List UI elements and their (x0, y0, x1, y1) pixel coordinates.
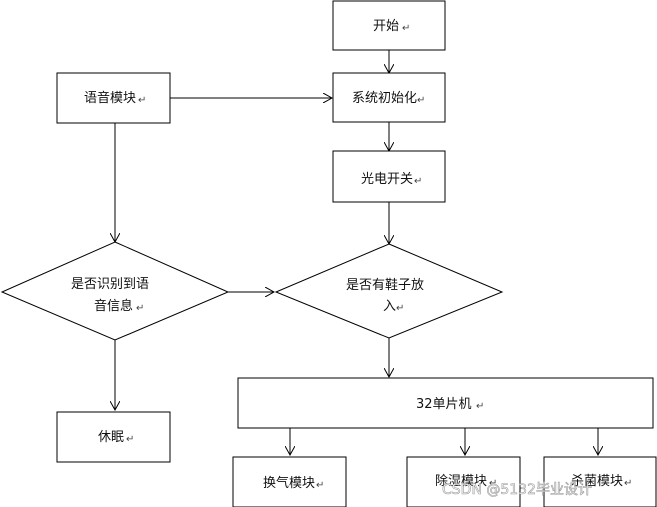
paragraph-mark: ↵ (126, 434, 134, 445)
switch-label: 光电开关 (361, 172, 413, 187)
paragraph-mark: ↵ (417, 95, 425, 106)
start-label: 开始 (373, 19, 399, 34)
mcu-label: 32单片机 (416, 397, 472, 412)
switch-box (332, 150, 446, 203)
voice-box (56, 72, 171, 124)
shoe-decision-line1: 是否有鞋子放 (346, 277, 424, 293)
init-box (332, 72, 446, 123)
paragraph-mark: ↵ (136, 303, 144, 314)
vent-label: 换气模块 (263, 475, 315, 491)
mcu-box (237, 377, 654, 429)
dehumid-box (406, 456, 521, 507)
paragraph-mark: ↵ (414, 176, 422, 187)
start-box (332, 0, 446, 51)
paragraph-mark: ↵ (624, 478, 632, 489)
voice-decision-diamond (0, 241, 230, 341)
paragraph-mark: ↵ (316, 480, 324, 491)
paragraph-mark: ↵ (396, 303, 404, 314)
voice-label: 语音模块 (84, 90, 136, 106)
shoe-decision-diamond (274, 243, 504, 339)
watermark: CSDN @5132毕业设计 (442, 482, 592, 498)
paragraph-mark: ↵ (402, 23, 410, 34)
paragraph-mark: ↵ (138, 95, 146, 106)
dehumid-label: 除湿模块 (435, 474, 487, 489)
paragraph-mark: ↵ (476, 401, 484, 412)
sleep-label: 休眠 (98, 430, 124, 445)
init-label: 系统初始化 (352, 91, 417, 106)
vent-box (232, 456, 347, 507)
voice-decision-line2: 音信息 (94, 298, 133, 314)
shoe-decision-line2: 入 (383, 299, 396, 314)
sterilize-box (543, 456, 657, 507)
voice-decision-line1: 是否识别到语 (71, 277, 149, 292)
sterilize-label: 杀菌模块 (571, 474, 623, 489)
paragraph-mark: ↵ (489, 478, 497, 489)
sleep-box (56, 411, 171, 463)
